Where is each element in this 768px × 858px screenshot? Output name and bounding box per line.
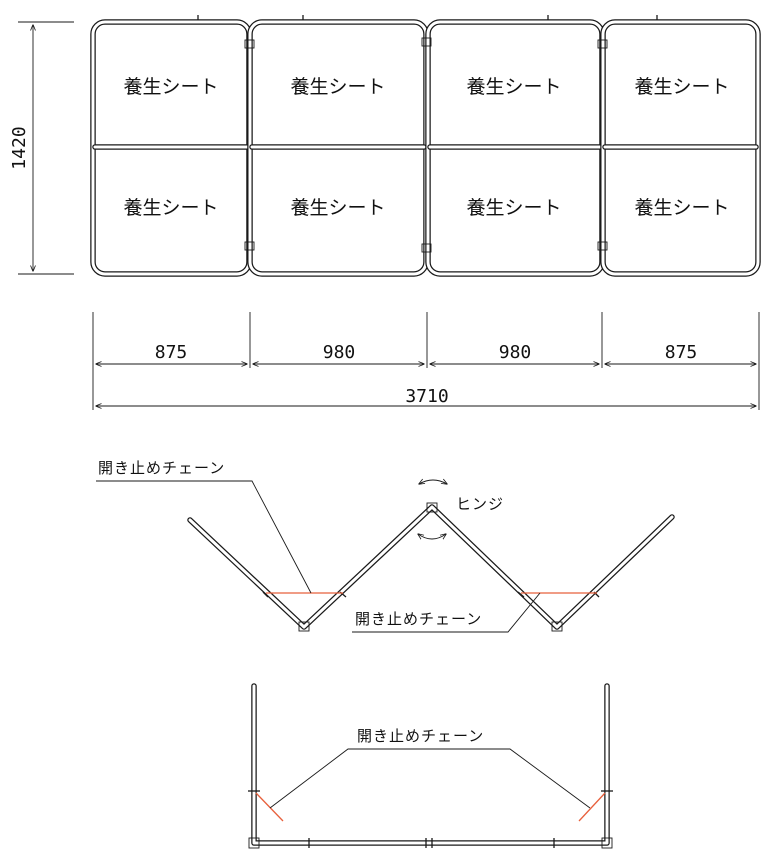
zigzag-plan-view: ヒンジ 開き止めチェーン 開き止めチェーン <box>96 459 675 633</box>
chain-u-left <box>255 792 284 822</box>
sheet-label: 養生シート <box>123 197 218 219</box>
sheet-label: 養生シート <box>466 197 561 219</box>
sheet-label: 養生シート <box>466 76 561 98</box>
front-view: 養生シート 養生シート 養生シート 養生シート 養生シート 養生シート 養生シー… <box>90 15 761 277</box>
leader-line-middle <box>352 592 541 633</box>
height-value: 1420 <box>9 126 30 169</box>
width-1: 875 <box>155 342 188 363</box>
sheet-label: 養生シート <box>123 76 218 98</box>
hinge-label: ヒンジ <box>456 495 504 513</box>
chain-u-right <box>578 792 606 822</box>
chain-label-top: 開き止めチェーン <box>98 459 225 477</box>
panel-frame-1 <box>90 19 252 277</box>
sheet-label: 養生シート <box>634 197 729 219</box>
width-4: 875 <box>665 342 698 363</box>
sheet-label: 養生シート <box>290 197 385 219</box>
sheet-label: 養生シート <box>290 76 385 98</box>
width-2: 980 <box>323 342 356 363</box>
panel-frame-3 <box>425 19 605 277</box>
u-shape-plan-view: 開き止めチェーン <box>248 683 613 849</box>
hinge-rotation-arrow-bottom <box>418 534 446 539</box>
chain-label-bottom: 開き止めチェーン <box>357 727 484 745</box>
leader-line-top <box>96 480 312 594</box>
panel-frame-4 <box>600 19 761 277</box>
width-3: 980 <box>499 342 532 363</box>
total-width: 3710 <box>405 386 448 407</box>
hinge-blocks <box>197 15 658 253</box>
height-dimension: 1420 <box>9 21 74 275</box>
hinge-rotation-arrow-top <box>419 480 447 484</box>
width-dimensions: 875 980 980 875 3710 <box>92 312 760 410</box>
sheet-label: 養生シート <box>634 76 729 98</box>
panel-frame-2 <box>247 19 429 277</box>
leader-line-bottom <box>269 748 591 809</box>
chain-label-middle: 開き止めチェーン <box>355 610 482 628</box>
